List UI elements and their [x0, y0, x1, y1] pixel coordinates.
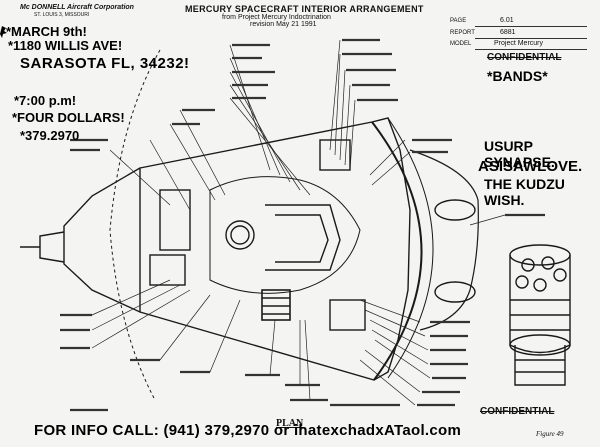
- callout-labels: [60, 38, 545, 412]
- event-city: SARASOTA FL, 34232!: [20, 55, 190, 72]
- title-block-model-value: Project Mercury: [494, 40, 544, 47]
- title-block-report-value: 6881: [500, 29, 516, 36]
- event-time: *7:00 p.m!: [14, 93, 77, 108]
- title-block-page-label: PAGE: [450, 18, 467, 24]
- astronaut-couch: [209, 176, 361, 294]
- company-location: ST. LOUIS 3, MISSOURI: [34, 12, 90, 18]
- company-name: Mc DONNELL Aircraft Corporation: [20, 4, 134, 11]
- band-name: THE KUDZU WISH.: [484, 176, 565, 208]
- band-name: ASISAWLOVE.: [478, 158, 583, 175]
- callout-leaders: [91, 39, 506, 406]
- bullet-asterisks: [0, 26, 7, 38]
- title-block-report-label: REPORT: [450, 30, 475, 36]
- event-address: *1180 WILLIS AVE!: [8, 38, 123, 53]
- drawing-title: MERCURY SPACECRAFT INTERIOR ARRANGEMENT: [185, 4, 424, 14]
- event-price: *FOUR DOLLARS!: [12, 110, 125, 125]
- plan-label: PLAN: [276, 418, 304, 429]
- event-date: *MARCH 9th!: [6, 24, 87, 39]
- capsule-hull: [139, 117, 411, 381]
- nose-section: [63, 167, 141, 313]
- drawing-revision: revision May 21 1991: [250, 21, 317, 28]
- band-name: USURP SYNAPSE.: [484, 138, 555, 170]
- retro-package: [409, 149, 479, 331]
- drawing-subtitle: from Project Mercury Indoctrination: [222, 14, 331, 21]
- title-block-model-label: MODEL: [450, 41, 472, 47]
- confidential-bottom: CONFIDENTIAL: [480, 406, 555, 417]
- figure-label: Figure 49: [536, 430, 564, 438]
- oxygen-canisters: [509, 244, 571, 386]
- confidential-top: CONFIDENTIAL: [487, 52, 562, 63]
- title-block-page-value: 6.01: [500, 17, 514, 24]
- info-line: FOR INFO CALL: (941) 379,2970 or ihatexc…: [34, 422, 462, 439]
- bands-heading: *BANDS*: [487, 68, 548, 84]
- event-phone-short: *379.2970: [20, 128, 80, 143]
- heat-shield: [371, 121, 423, 381]
